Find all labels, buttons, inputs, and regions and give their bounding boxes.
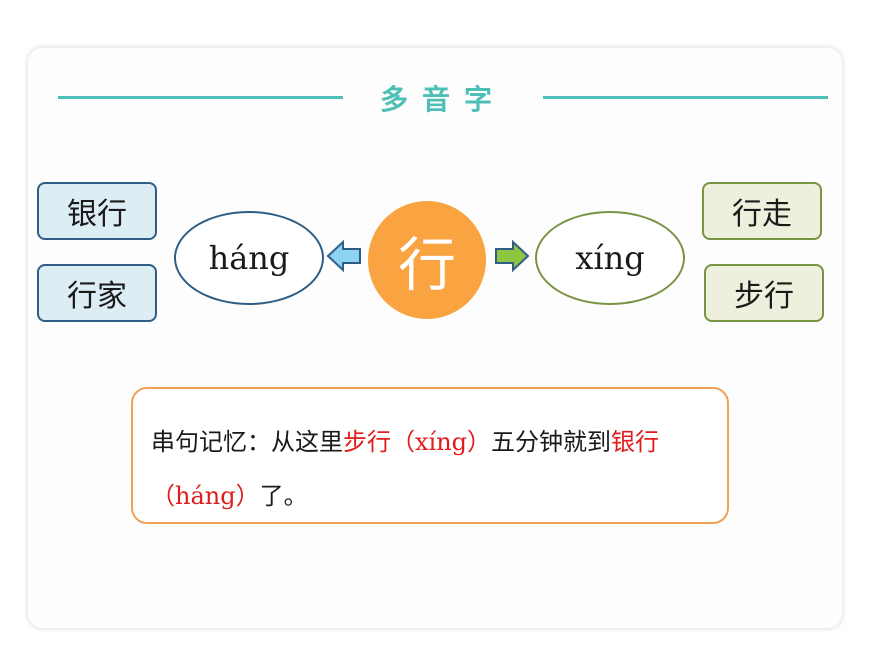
center-character: 行 (368, 201, 486, 319)
memo-prefix: 串句记忆：从这里 (151, 428, 343, 456)
word-box-hangjia: 行家 (37, 264, 157, 322)
pinyin-ellipse-hang: háng (174, 211, 324, 305)
memo-suffix: 了。 (259, 482, 308, 510)
word-box-xingzou: 行走 (702, 182, 822, 240)
title-rule-left (58, 96, 343, 99)
memo-highlight-yinhang: 银行（háng） (151, 428, 660, 510)
arrow-right-icon (495, 239, 530, 273)
memory-sentence-box: 串句记忆：从这里步行（xíng）五分钟就到银行（háng）了。 (131, 387, 729, 524)
memo-highlight-buxing: 步行（xíng） (343, 428, 492, 456)
memo-middle: 五分钟就到 (491, 428, 612, 456)
word-box-buxing: 步行 (704, 264, 824, 322)
arrow-left-icon (326, 239, 361, 273)
title-rule-right (543, 96, 828, 99)
pinyin-ellipse-xing: xíng (535, 211, 685, 305)
page-title: 多音字 (379, 83, 506, 116)
content-card (28, 48, 842, 628)
word-box-yinhang: 银行 (37, 182, 157, 240)
